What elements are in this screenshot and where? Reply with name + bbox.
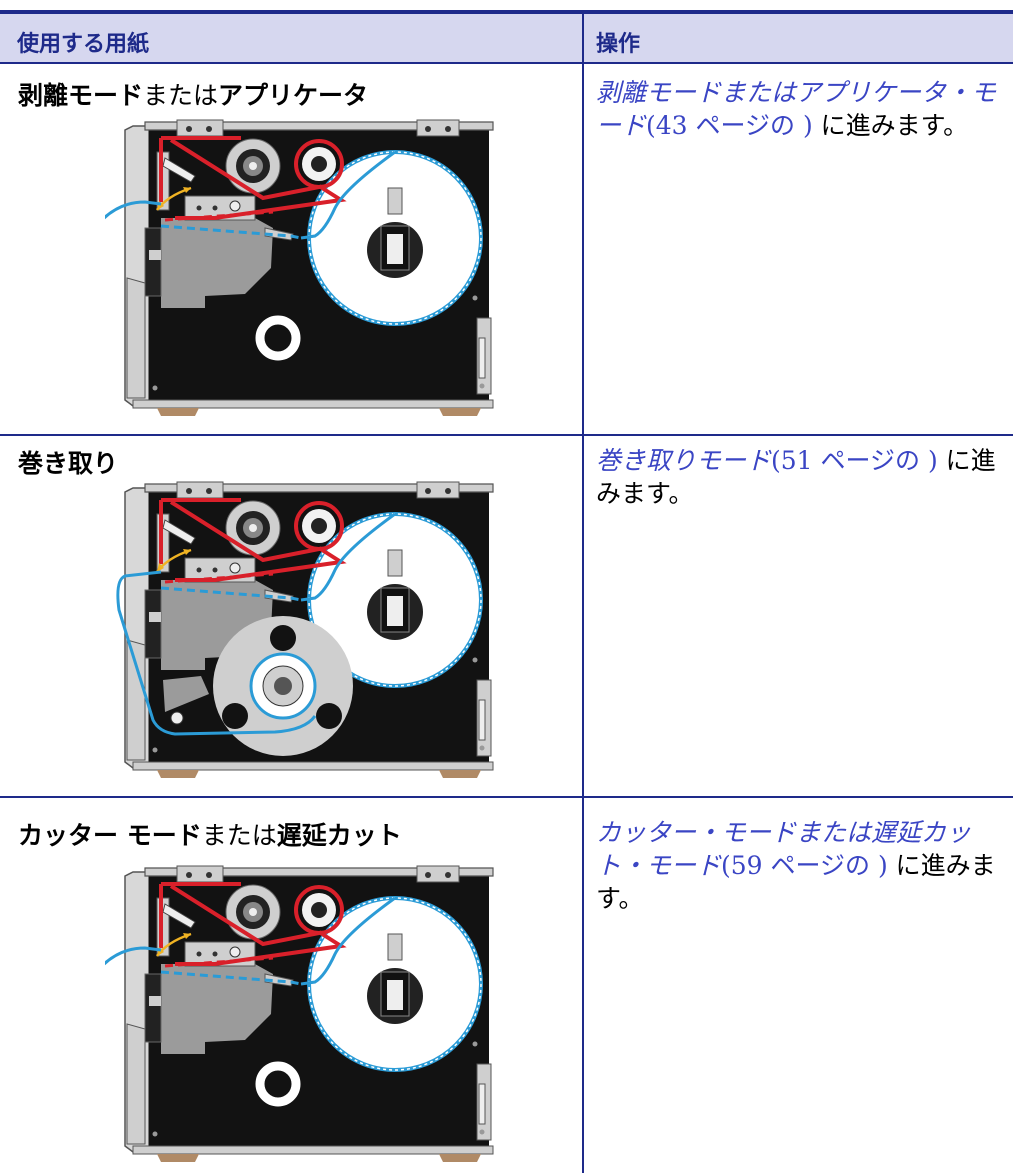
- column-header-action: 操作: [596, 32, 641, 57]
- row-action-peel-off: 剥離モードまたはアプリケータ・モード(43 ページの ) に進みます。: [596, 78, 997, 140]
- rewind-mode-diagram: [116, 481, 494, 779]
- rewind-mode-link[interactable]: 巻き取りモード(51 ページの ): [596, 446, 938, 475]
- cutter-mode-diagram: [105, 865, 494, 1163]
- column-header-media: 使用する用紙: [17, 32, 150, 57]
- row-separator: [0, 796, 1013, 798]
- row-title-cutter: カッター モードまたは遅延カット: [18, 821, 402, 850]
- table-header-row: 使用する用紙 操作: [0, 14, 1013, 64]
- table-top-rule: [0, 10, 1013, 14]
- column-divider: [582, 14, 584, 1173]
- row-action-rewind: 巻き取りモード(51 ページの ) に進みます。: [596, 446, 996, 508]
- cutter-mode-link[interactable]: カッター・モードまたは遅延カット・モード(59 ページの ): [596, 818, 972, 880]
- row-title-peel-off: 剥離モードまたはアプリケータ: [18, 81, 369, 110]
- peel-off-mode-diagram: [105, 119, 494, 417]
- row-separator: [0, 434, 1013, 436]
- row-action-cutter: カッター・モードまたは遅延カット・モード(59 ページの ) に進みます。: [596, 818, 996, 913]
- peel-off-mode-link[interactable]: 剥離モードまたはアプリケータ・モード(43 ページの ): [596, 78, 997, 140]
- row-title-rewind: 巻き取り: [18, 449, 119, 478]
- media-mode-table: 使用する用紙 操作 剥離モードまたはアプリケータ 剥離モードまたはアプリケータ・…: [0, 10, 1013, 1173]
